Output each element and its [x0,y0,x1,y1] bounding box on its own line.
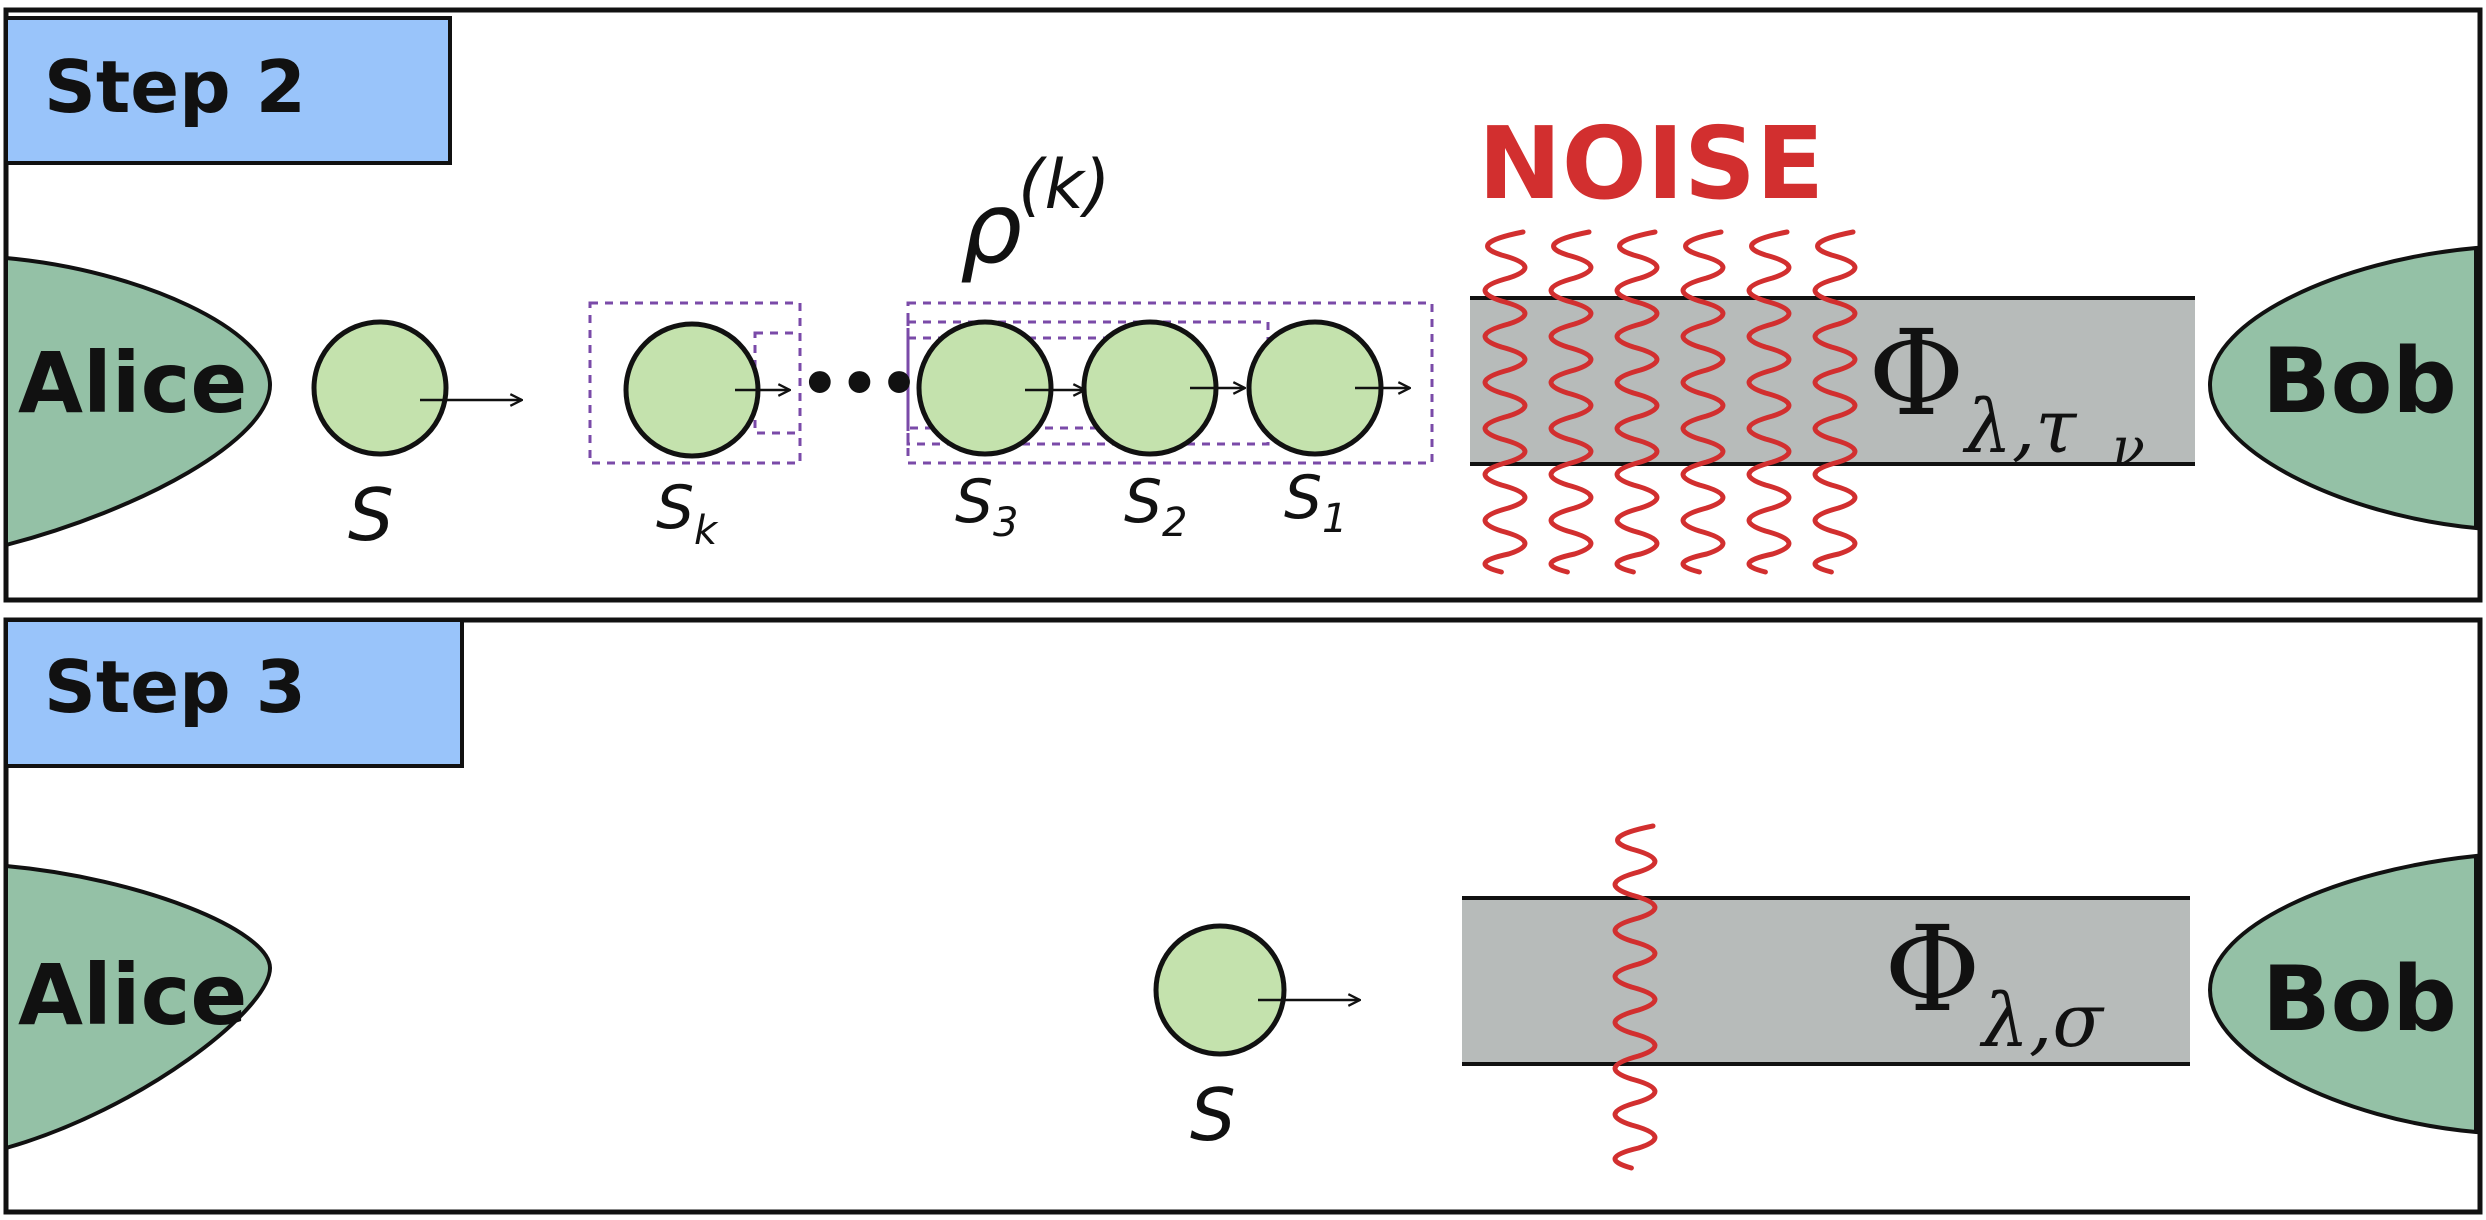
channel-label-step-3: Φ λ,σ [1884,900,2105,1064]
phi-symbol-step-3: Φ [1884,900,1981,1038]
state-label: ρ (k) [960,146,1110,286]
noise-lines-step-2 [1482,229,1858,575]
chain-label-3: S [955,467,993,537]
noise-lines-step-3 [1612,823,1658,1171]
noise-squiggle [1614,229,1660,575]
state-superscript: (k) [1018,146,1110,225]
step-3-tab: Step 3 [4,618,464,768]
chain-label-1: S [1284,463,1322,533]
noise-squiggle [1548,229,1594,575]
particle-step-3: S [1153,923,1360,1157]
phi-subscript: λ,τ [1962,384,2077,470]
alice-shape [4,255,273,548]
chain-ellipsis: ••• [800,347,919,420]
noise-squiggle [1612,823,1658,1171]
alice-party-step-3: Alice [3,863,273,1151]
chain-particle-3: S 3 [916,319,1085,546]
step-2-label: Step 2 [44,45,306,129]
phi-symbol: Φ [1868,304,1965,442]
channel-label-step-2: Φ λ,τ ν [1868,304,2145,479]
chain-particle-k: S k [623,321,790,554]
particle-label-step-3: S [1190,1073,1236,1157]
chain-label-k: S [656,473,694,543]
channel-step-3 [1462,896,2190,1066]
bob-label: Bob [2262,329,2457,434]
source-label: S [348,473,394,557]
step-3-panel: Alice Bob Step 3 S Φ λ,σ [3,617,2483,1215]
bob-shape [2207,245,2478,531]
chain-label-2: S [1124,467,1162,537]
alice-party: Alice [4,255,273,548]
step-3-label: Step 3 [44,645,306,729]
noise-squiggle [1746,229,1792,575]
bob-party: Bob [2207,245,2478,531]
bob-label-step-3: Bob [2262,947,2457,1052]
phi-subsubscript: ν [2112,416,2145,479]
chain-particle-1: S 1 [1246,319,1410,542]
step-2-tab: Step 2 [4,16,452,165]
chain-sub-k: k [694,508,719,554]
chain-particle-2: S 2 [1081,319,1245,546]
chain-sub-2: 2 [1162,500,1187,546]
source-particle: S [311,319,522,557]
chain-sub-1: 1 [1322,496,1347,542]
state-rho: ρ [960,172,1022,286]
noise-squiggle [1482,229,1528,575]
phi-subscript-step-3: λ,σ [1979,978,2105,1064]
bob-party-step-3: Bob [2207,853,2478,1135]
noise-squiggle [1812,229,1858,575]
noise-label: NOISE [1478,105,1824,222]
alice-label: Alice [18,334,247,432]
chain-sub-3: 3 [993,500,1018,546]
noise-squiggle [1680,229,1726,575]
alice-label-step-3: Alice [18,946,247,1044]
step-2-panel: Alice Bob Step 2 S ρ (k) [3,7,2483,603]
